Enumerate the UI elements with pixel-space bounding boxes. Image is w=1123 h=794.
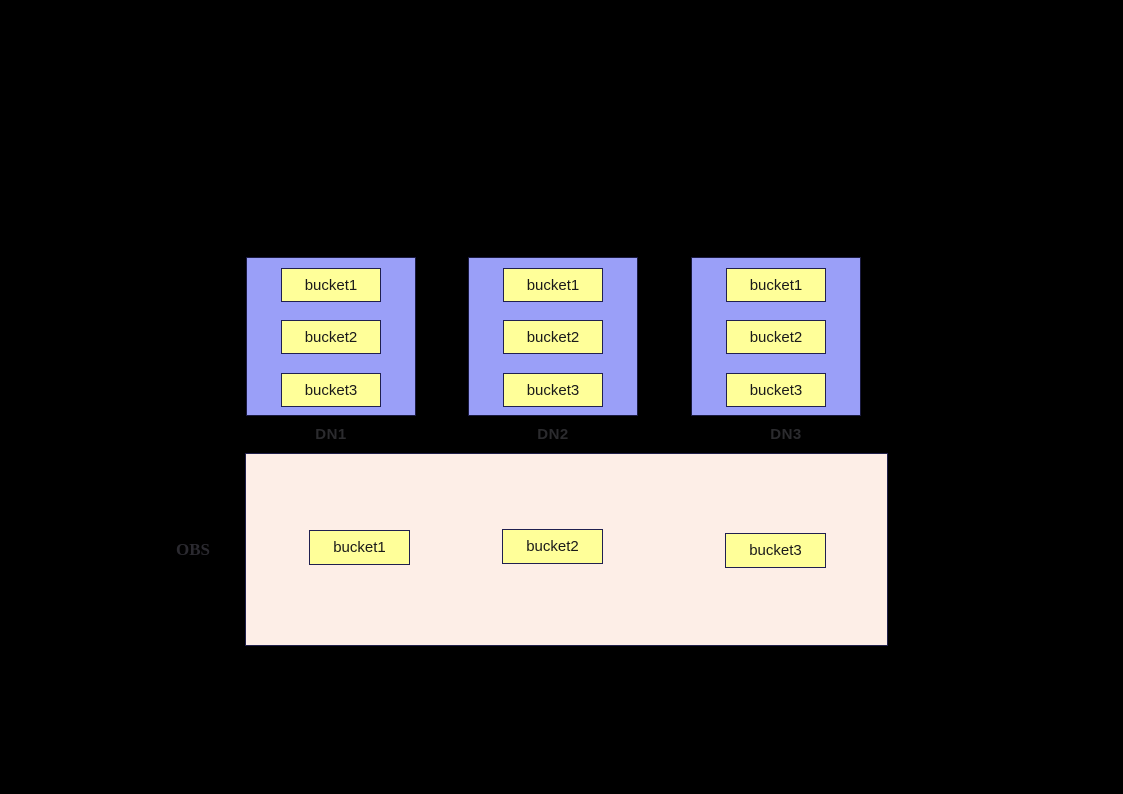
dn2-node-box: bucket1 bucket2 bucket3 <box>468 257 638 416</box>
dn2-bucket2-label: bucket2 <box>526 328 580 346</box>
dn3-node-box: bucket1 bucket2 bucket3 <box>691 257 861 416</box>
dn3-bucket1-label: bucket1 <box>749 276 803 294</box>
dn3-bucket3-box: bucket3 <box>726 373 826 407</box>
dn1-bucket2-box: bucket2 <box>281 320 381 354</box>
dn3-bucket1-box: bucket1 <box>726 268 826 302</box>
obs-bucket1-label: bucket1 <box>333 539 386 556</box>
dn3-bucket3-label: bucket3 <box>749 381 803 399</box>
dn1-bucket1-box: bucket1 <box>281 268 381 302</box>
dn3-bucket2-box: bucket2 <box>726 320 826 354</box>
dn2-bucket3-box: bucket3 <box>503 373 603 407</box>
obs-bucket2-label: bucket2 <box>526 538 579 555</box>
obs-bucket2-box: bucket2 <box>502 529 603 564</box>
dn3-node-label: DN3 <box>770 426 802 443</box>
obs-bucket3-label: bucket3 <box>749 542 802 559</box>
obs-bucket1-box: bucket1 <box>309 530 410 565</box>
dn1-bucket1-label: bucket1 <box>304 276 358 294</box>
dn2-bucket3-label: bucket3 <box>526 381 580 399</box>
dn2-node-label: DN2 <box>537 426 569 443</box>
dn2-bucket1-label: bucket1 <box>526 276 580 294</box>
obs-bucket3-box: bucket3 <box>725 533 826 568</box>
dn2-bucket2-box: bucket2 <box>503 320 603 354</box>
dn1-bucket3-box: bucket3 <box>281 373 381 407</box>
obs-container-box: bucket1 bucket2 bucket3 <box>245 453 888 646</box>
dn1-node-label: DN1 <box>315 426 347 443</box>
dn1-bucket2-label: bucket2 <box>304 328 358 346</box>
dn2-bucket1-box: bucket1 <box>503 268 603 302</box>
obs-label: OBS <box>175 540 211 559</box>
dn1-bucket3-label: bucket3 <box>304 381 358 399</box>
dn3-bucket2-label: bucket2 <box>749 328 803 346</box>
dn1-node-box: bucket1 bucket2 bucket3 <box>246 257 416 416</box>
